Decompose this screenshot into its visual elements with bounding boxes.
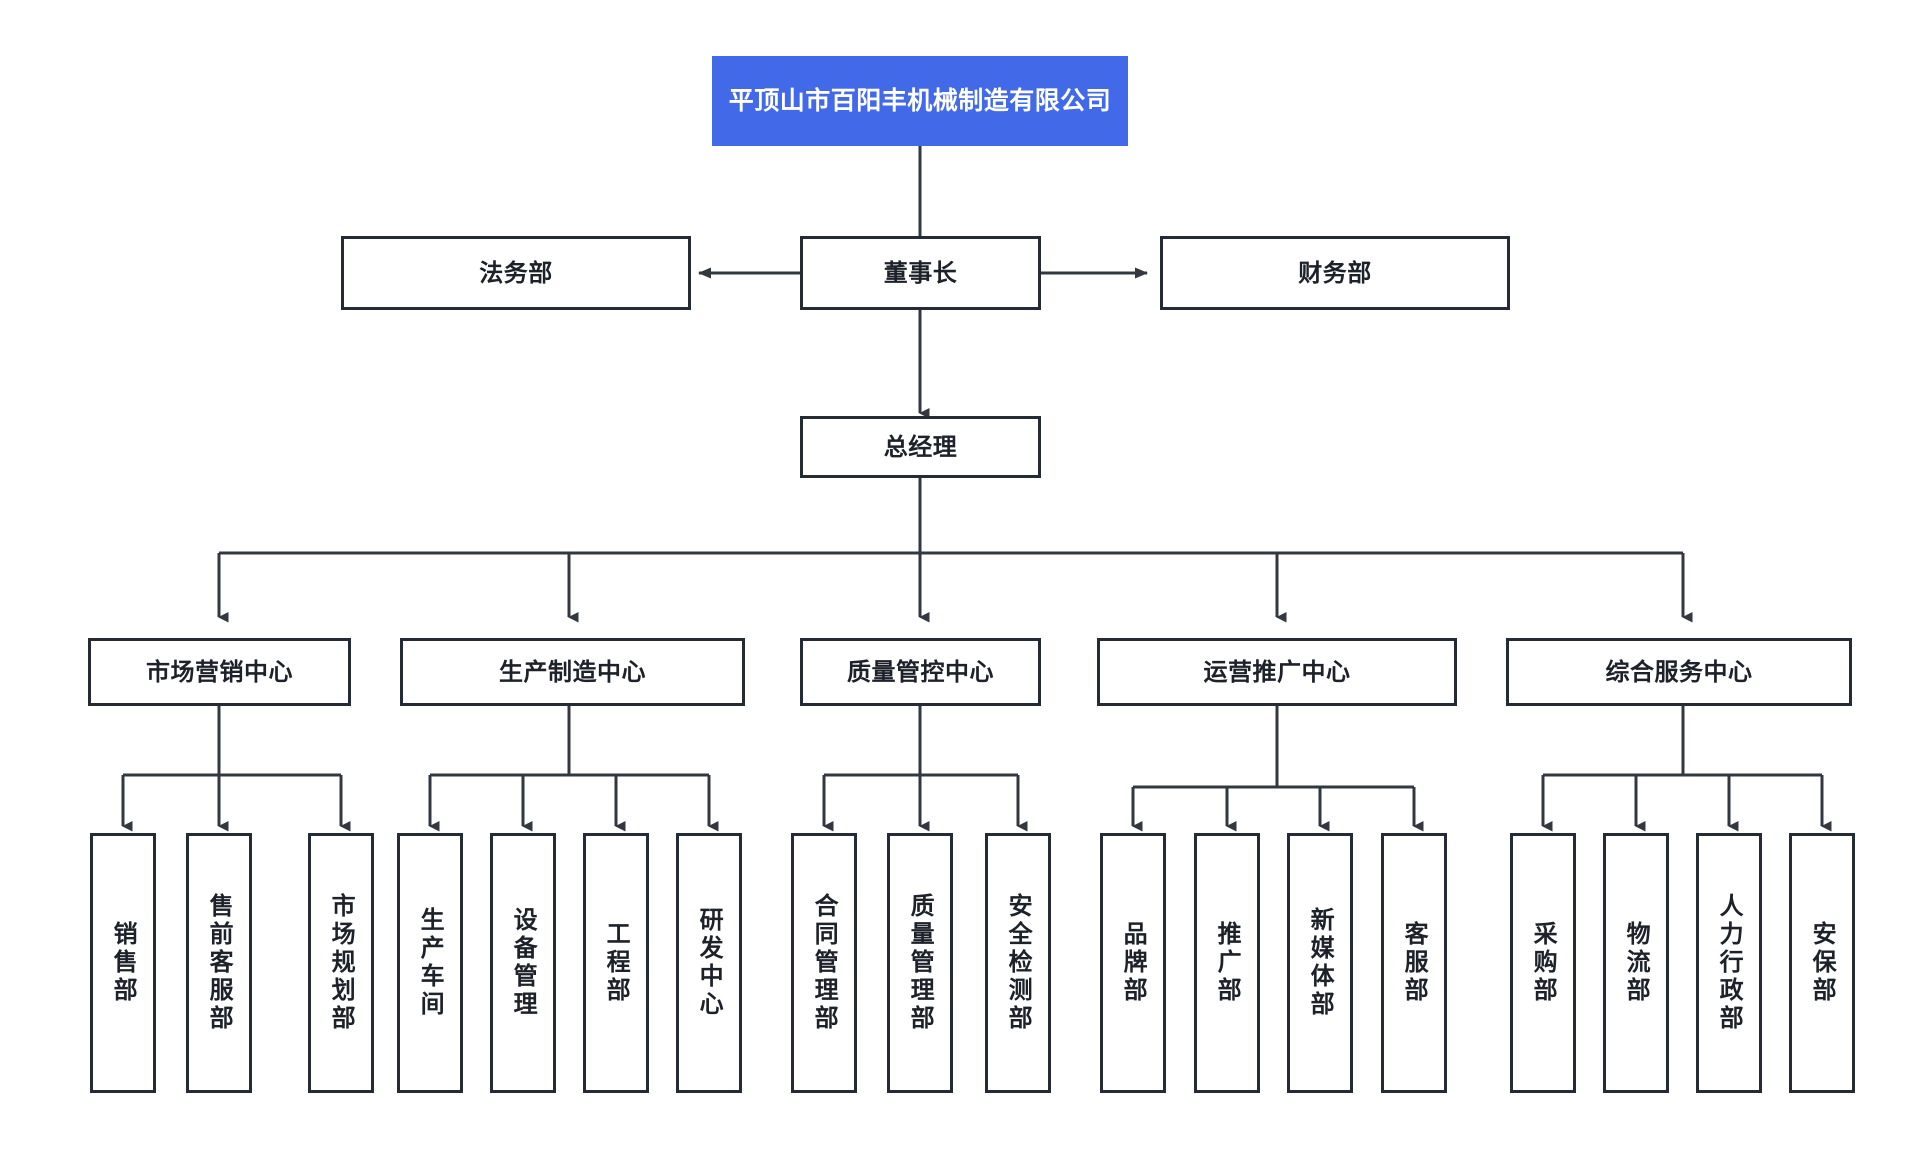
node-center-manufacturing-label: 生产制造中心 — [499, 657, 646, 686]
node-company[interactable]: 平顶山市百阳丰机械制造有限公司 — [712, 56, 1128, 146]
node-dept-presales-service-label: 售前客服部 — [205, 893, 234, 1033]
node-dept-sales[interactable]: 销售部 — [90, 833, 156, 1093]
node-dept-customer-service[interactable]: 客服部 — [1381, 833, 1447, 1093]
node-chairman-label: 董事长 — [883, 258, 958, 287]
node-center-operations-label: 运营推广中心 — [1203, 657, 1351, 686]
node-finance-department[interactable]: 财务部 — [1160, 236, 1510, 310]
node-center-quality-label: 质量管控中心 — [847, 657, 994, 686]
node-general-manager-label: 总经理 — [883, 432, 958, 461]
node-dept-production-workshop[interactable]: 生产车间 — [397, 833, 463, 1093]
node-general-manager[interactable]: 总经理 — [800, 416, 1041, 478]
node-center-services[interactable]: 综合服务中心 — [1506, 638, 1852, 706]
node-dept-logistics-label: 物流部 — [1622, 921, 1651, 1005]
node-dept-contract-management[interactable]: 合同管理部 — [791, 833, 857, 1093]
node-dept-engineering-label: 工程部 — [602, 921, 631, 1005]
node-dept-brand[interactable]: 品牌部 — [1100, 833, 1166, 1093]
node-center-marketing-label: 市场营销中心 — [146, 657, 293, 686]
node-dept-logistics[interactable]: 物流部 — [1603, 833, 1669, 1093]
node-dept-hr-administration[interactable]: 人力行政部 — [1696, 833, 1762, 1093]
node-dept-quality-management[interactable]: 质量管理部 — [887, 833, 953, 1093]
node-center-services-label: 综合服务中心 — [1605, 657, 1753, 686]
node-dept-sales-label: 销售部 — [109, 921, 138, 1005]
node-dept-quality-management-label: 质量管理部 — [906, 893, 935, 1033]
node-finance-department-label: 财务部 — [1298, 258, 1372, 287]
node-dept-equipment-management[interactable]: 设备管理 — [490, 833, 556, 1093]
node-dept-procurement[interactable]: 采购部 — [1510, 833, 1576, 1093]
node-dept-hr-administration-label: 人力行政部 — [1715, 893, 1744, 1033]
node-center-manufacturing[interactable]: 生产制造中心 — [400, 638, 745, 706]
node-center-operations[interactable]: 运营推广中心 — [1097, 638, 1457, 706]
node-legal-department-label: 法务部 — [479, 258, 553, 287]
node-dept-production-workshop-label: 生产车间 — [416, 907, 445, 1019]
node-dept-brand-label: 品牌部 — [1119, 921, 1148, 1005]
node-dept-safety-inspection[interactable]: 安全检测部 — [985, 833, 1051, 1093]
node-dept-market-planning-label: 市场规划部 — [327, 893, 356, 1033]
node-dept-safety-inspection-label: 安全检测部 — [1004, 893, 1033, 1033]
node-dept-new-media[interactable]: 新媒体部 — [1287, 833, 1353, 1093]
node-dept-promotion-label: 推广部 — [1213, 921, 1242, 1005]
node-dept-security[interactable]: 安保部 — [1789, 833, 1855, 1093]
node-legal-department[interactable]: 法务部 — [341, 236, 691, 310]
node-center-marketing[interactable]: 市场营销中心 — [88, 638, 351, 706]
node-dept-presales-service[interactable]: 售前客服部 — [186, 833, 252, 1093]
node-dept-customer-service-label: 客服部 — [1400, 921, 1429, 1005]
node-dept-engineering[interactable]: 工程部 — [583, 833, 649, 1093]
node-dept-new-media-label: 新媒体部 — [1306, 907, 1335, 1019]
node-dept-market-planning[interactable]: 市场规划部 — [308, 833, 374, 1093]
node-company-label: 平顶山市百阳丰机械制造有限公司 — [728, 86, 1112, 116]
node-dept-contract-management-label: 合同管理部 — [810, 893, 839, 1033]
node-dept-equipment-management-label: 设备管理 — [509, 907, 538, 1019]
node-dept-rnd-center[interactable]: 研发中心 — [676, 833, 742, 1093]
node-center-quality[interactable]: 质量管控中心 — [800, 638, 1041, 706]
node-dept-promotion[interactable]: 推广部 — [1194, 833, 1260, 1093]
node-dept-security-label: 安保部 — [1808, 921, 1837, 1005]
node-dept-procurement-label: 采购部 — [1529, 921, 1558, 1005]
node-dept-rnd-center-label: 研发中心 — [695, 907, 724, 1019]
node-chairman[interactable]: 董事长 — [800, 236, 1041, 310]
